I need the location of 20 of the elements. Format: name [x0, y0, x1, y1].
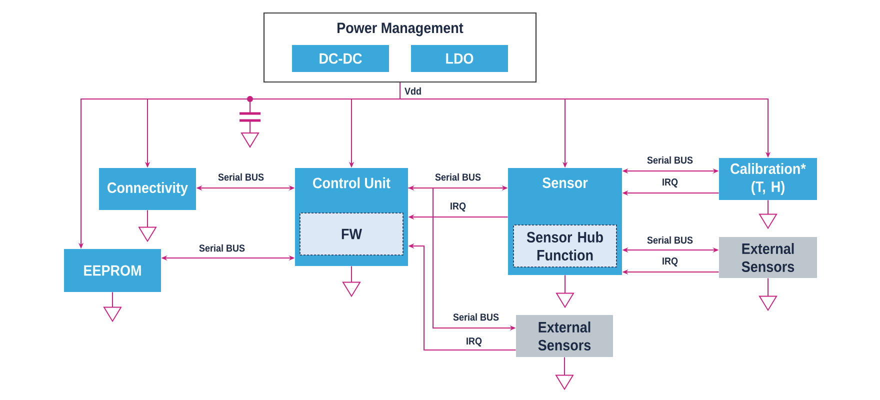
block-box: External Sensors: [719, 237, 817, 278]
block-box: Calibration* (T, H): [719, 158, 817, 200]
block-box: Connectivity: [99, 168, 196, 210]
block-box: External Sensors: [516, 315, 613, 357]
edge-label: IRQ: [449, 202, 467, 212]
dashed-box: FW: [300, 212, 404, 256]
dashed-box: Sensor Hub Function: [513, 224, 617, 268]
edge-label: Vdd: [404, 86, 422, 96]
edge-label: Serial BUS: [646, 235, 694, 245]
edge-label: IRQ: [661, 178, 679, 188]
block-box: LDO: [411, 45, 508, 72]
edge-label: Serial BUS: [646, 155, 694, 165]
edge-label: IRQ: [465, 336, 483, 348]
block-box: DC-DC: [292, 45, 389, 72]
edge-label: Serial BUS: [434, 172, 482, 182]
edge-label: Serial BUS: [217, 172, 266, 182]
edge-label: Serial BUS: [198, 243, 246, 253]
edge-label: IRQ: [661, 256, 679, 268]
edge-label: Serial BUS: [452, 312, 500, 322]
block-box: EEPROM: [64, 249, 161, 292]
